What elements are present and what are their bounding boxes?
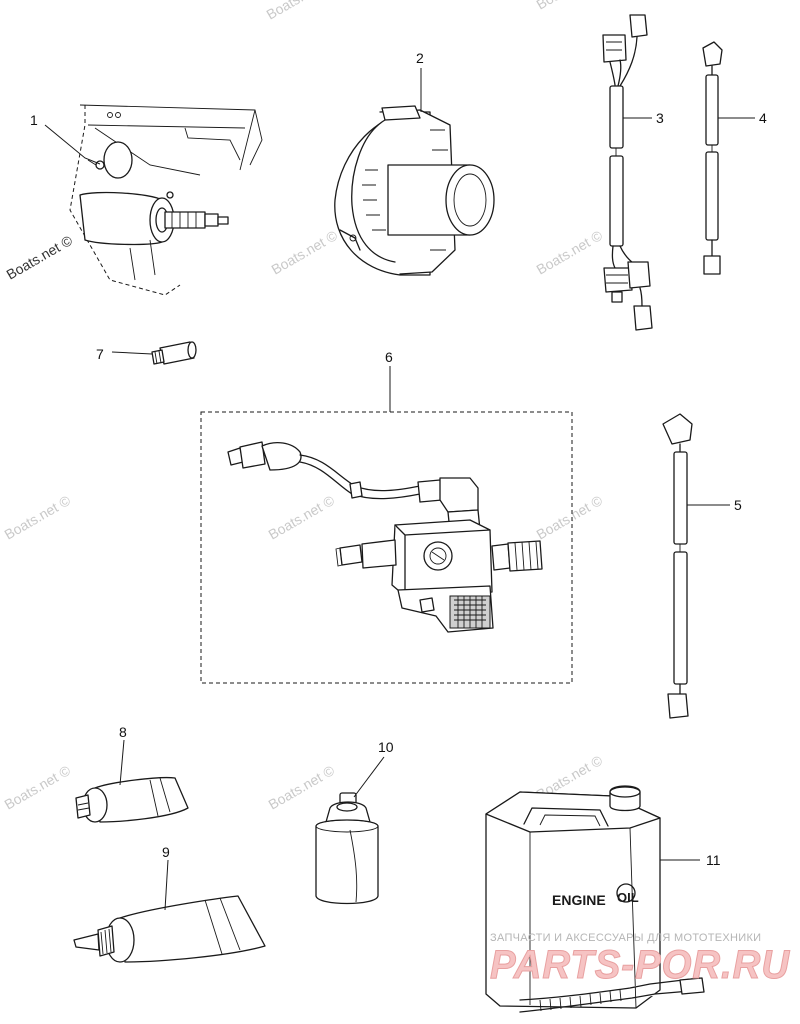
part-10-can <box>315 792 379 905</box>
callout-10: 10 <box>378 739 394 755</box>
leader-lines <box>44 68 755 911</box>
watermark: Boats.net © <box>534 227 606 278</box>
watermark: Boats.net © <box>4 232 76 283</box>
oil-label-right: OIL <box>617 890 639 905</box>
part-1-gearcase-sensor <box>69 104 263 296</box>
callout-6: 6 <box>385 349 393 365</box>
part-11-oil-canister: ENGINE OIL <box>485 785 705 1013</box>
callout-7: 7 <box>96 346 104 362</box>
part-5-lead <box>662 413 693 719</box>
watermark: Boats.net © <box>534 0 606 13</box>
callout-4: 4 <box>759 110 767 126</box>
callout-8: 8 <box>119 724 127 740</box>
watermark: Boats.net © <box>269 227 341 278</box>
part-9-tube <box>73 895 266 963</box>
part-3-harness <box>602 14 653 331</box>
watermark: Boats.net © <box>264 0 336 23</box>
watermark: Boats.net © <box>266 492 338 543</box>
callout-11: 11 <box>706 852 721 868</box>
oil-label-left: ENGINE <box>552 892 606 908</box>
watermarks: Boats.net © Boats.net © Boats.net © Boat… <box>2 0 606 813</box>
part-4-lead <box>702 41 723 275</box>
watermark: Boats.net © <box>266 762 338 813</box>
callout-1: 1 <box>30 112 38 128</box>
callout-3: 3 <box>656 110 664 126</box>
part-6-tool-kit <box>200 411 573 684</box>
part-7-sleeve <box>151 341 197 365</box>
part-2-ring <box>334 105 495 276</box>
watermark: Boats.net © <box>534 492 606 543</box>
brand-watermark: ЗАПЧАСТИ И АКСЕССУАРЫ ДЛЯ МОТОТЕХНИКИ PA… <box>490 932 790 988</box>
oil-label-o-ring <box>616 883 636 903</box>
brand-name: PARTS-POR.RU <box>490 943 790 987</box>
part-8-tube <box>75 776 189 823</box>
callouts: 1 2 3 4 5 6 7 8 9 10 11 <box>30 50 767 868</box>
brand-tagline: ЗАПЧАСТИ И АКСЕССУАРЫ ДЛЯ МОТОТЕХНИКИ <box>490 932 761 944</box>
callout-2: 2 <box>416 50 424 66</box>
callout-9: 9 <box>162 844 170 860</box>
watermark: Boats.net © <box>2 492 74 543</box>
watermark: Boats.net © <box>2 762 74 813</box>
callout-5: 5 <box>734 497 742 513</box>
